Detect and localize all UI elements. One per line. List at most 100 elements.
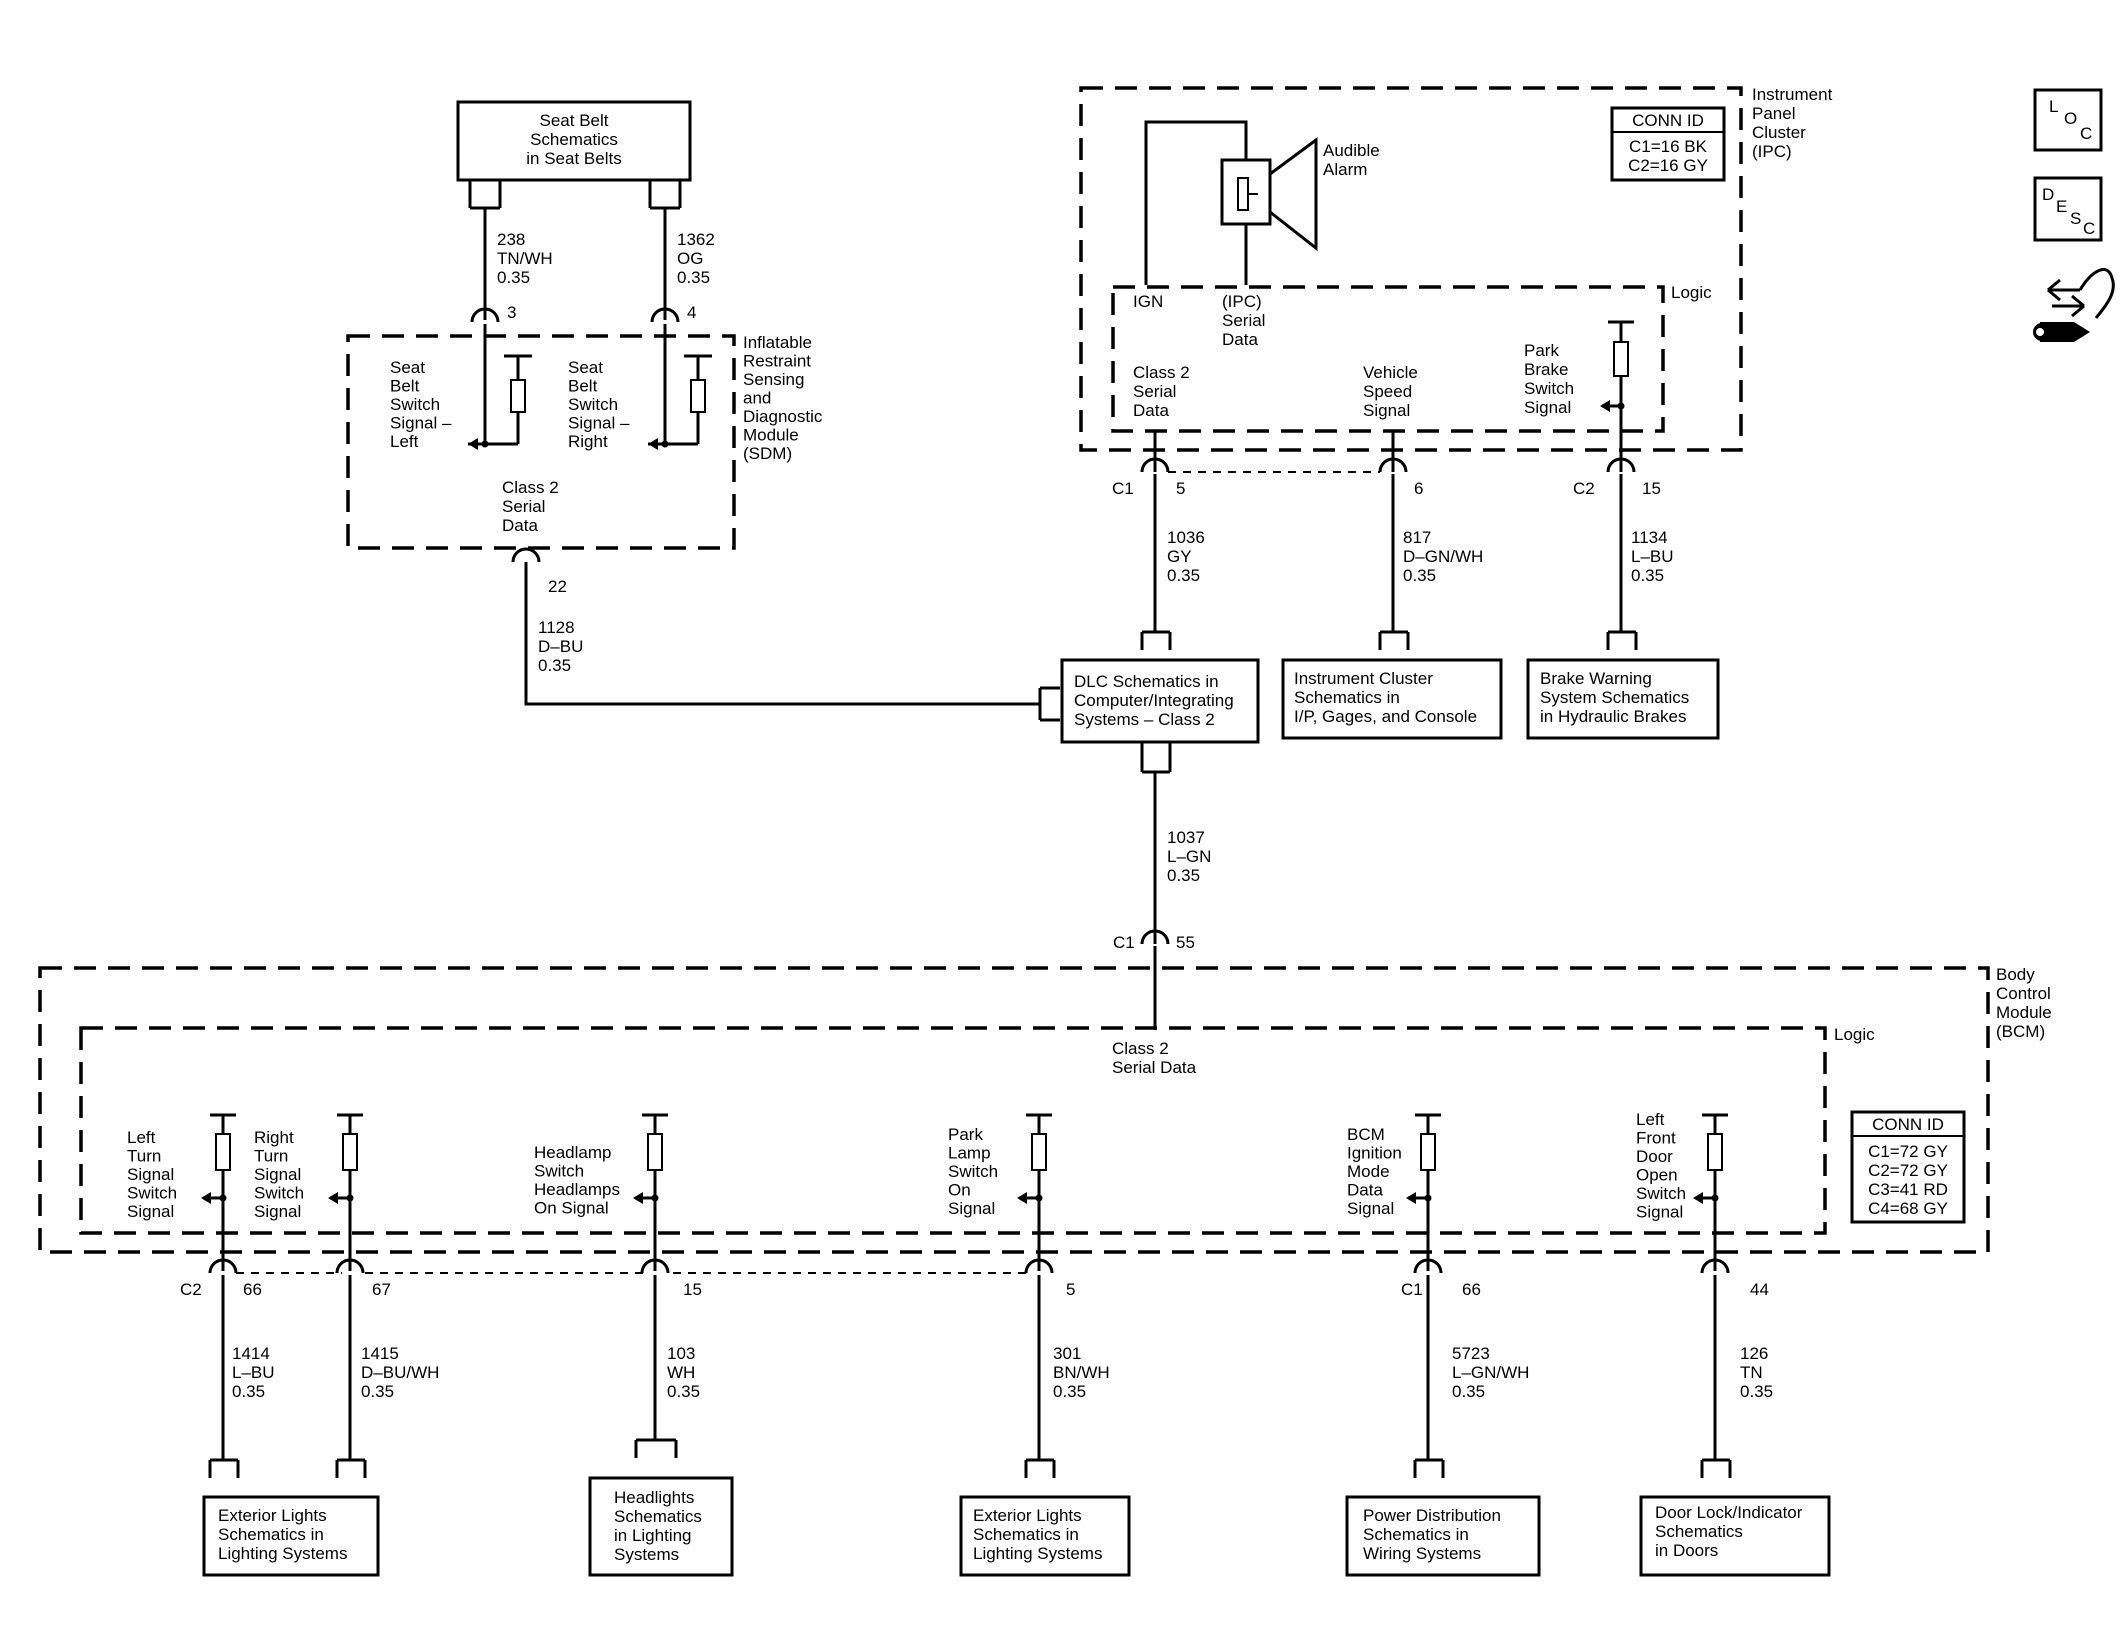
bcm-pullup-resistor [647,1133,663,1171]
exterior-lights-box-2[interactable] [959,1495,1131,1577]
bcm-pullup-resistor [1420,1133,1436,1171]
bcm-logic-outline [79,1026,1827,1235]
desc-icon-d: D [2042,185,2054,204]
bcm-junction-dot [346,1194,354,1202]
bcm-connector-arc [335,1258,365,1274]
ipc-pin-5: 5 [1176,479,1185,498]
bcm-pin-66a: 66 [243,1280,262,1299]
desc-icon-c: C [2083,219,2095,238]
bcm-conn-id-title: CONN ID [1872,1115,1944,1134]
bcm-connector-arc [1024,1258,1054,1274]
bcm-circuit-wire [1702,1113,1728,1271]
seat-belt-schematics-box[interactable] [456,100,692,182]
bcm-signal-arrow [1017,1192,1027,1204]
bcm-signal-arrow [328,1192,338,1204]
instrument-cluster-box[interactable] [1281,658,1503,740]
bcm-pin-15: 15 [683,1280,702,1299]
desc-icon[interactable] [2033,176,2103,242]
door-lock-box[interactable] [1639,1495,1831,1577]
bcm-signal-arrow [1693,1192,1703,1204]
bcm-output-wire [208,1275,240,1478]
bcm-circuit-wire [642,1113,668,1271]
bcm-connector-arc [1413,1258,1443,1274]
bcm-circuit-wire [1415,1113,1441,1271]
bcm-pullup-resistor [1707,1133,1723,1171]
loc-icon-c: C [2080,124,2092,143]
power-distribution-box[interactable] [1345,1495,1541,1577]
bcm-conn-id-table [1850,1110,1966,1224]
bcm-pullup-resistor [1031,1133,1047,1171]
sdm-pin-4: 4 [687,303,696,322]
bcm-output-wire [1413,1275,1445,1478]
bcm-pin-66b: 66 [1462,1280,1481,1299]
bcm-junction-dot [651,1194,659,1202]
brake-warning-box[interactable] [1526,658,1720,740]
ipc-conn-id-title: CONN ID [1632,111,1704,130]
ipc-conn-c1: C1 [1112,479,1134,498]
bcm-pin-67: 67 [372,1280,391,1299]
bcm-pullup-resistor [215,1133,231,1171]
bcm-circuit-wire [1026,1113,1052,1271]
loc-icon-o: O [2064,109,2077,128]
exterior-lights-box-1[interactable] [202,1495,380,1577]
bcm-output-wire [634,1275,678,1458]
sdm-pin-3: 3 [507,303,516,322]
desc-icon-s: S [2070,209,2081,228]
loc-icon[interactable] [2033,88,2103,152]
ipc-ign-label: IGN [1133,292,1163,311]
ipc-pin-15: 15 [1642,479,1661,498]
bcm-signal-arrow [201,1192,211,1204]
bcm-conn-c2: C2 [180,1280,202,1299]
bcm-output-wire [335,1275,367,1478]
bcm-output-wire [1700,1275,1732,1478]
bcm-pullup-resistor [342,1133,358,1171]
ipc-logic-outline [1111,285,1665,433]
bcm-junction-dot [1035,1194,1043,1202]
bcm-circuit-wire [210,1113,236,1271]
bcm-conn-c1: C1 [1401,1280,1423,1299]
bcm-connector-arc [1700,1258,1730,1274]
dlc-schematics-box[interactable] [1060,658,1260,744]
bcm-junction-dot [219,1194,227,1202]
headlights-box[interactable] [588,1476,734,1577]
ipc-conn-id-table [1610,106,1726,182]
bcm-logic-label: Logic [1834,1025,1875,1044]
bcm-module-outline [38,966,1990,1254]
bcm-connector-arc [208,1258,238,1274]
arrows-wrench-icon[interactable] [2033,268,2115,342]
bcm-pin-5: 5 [1066,1280,1075,1299]
